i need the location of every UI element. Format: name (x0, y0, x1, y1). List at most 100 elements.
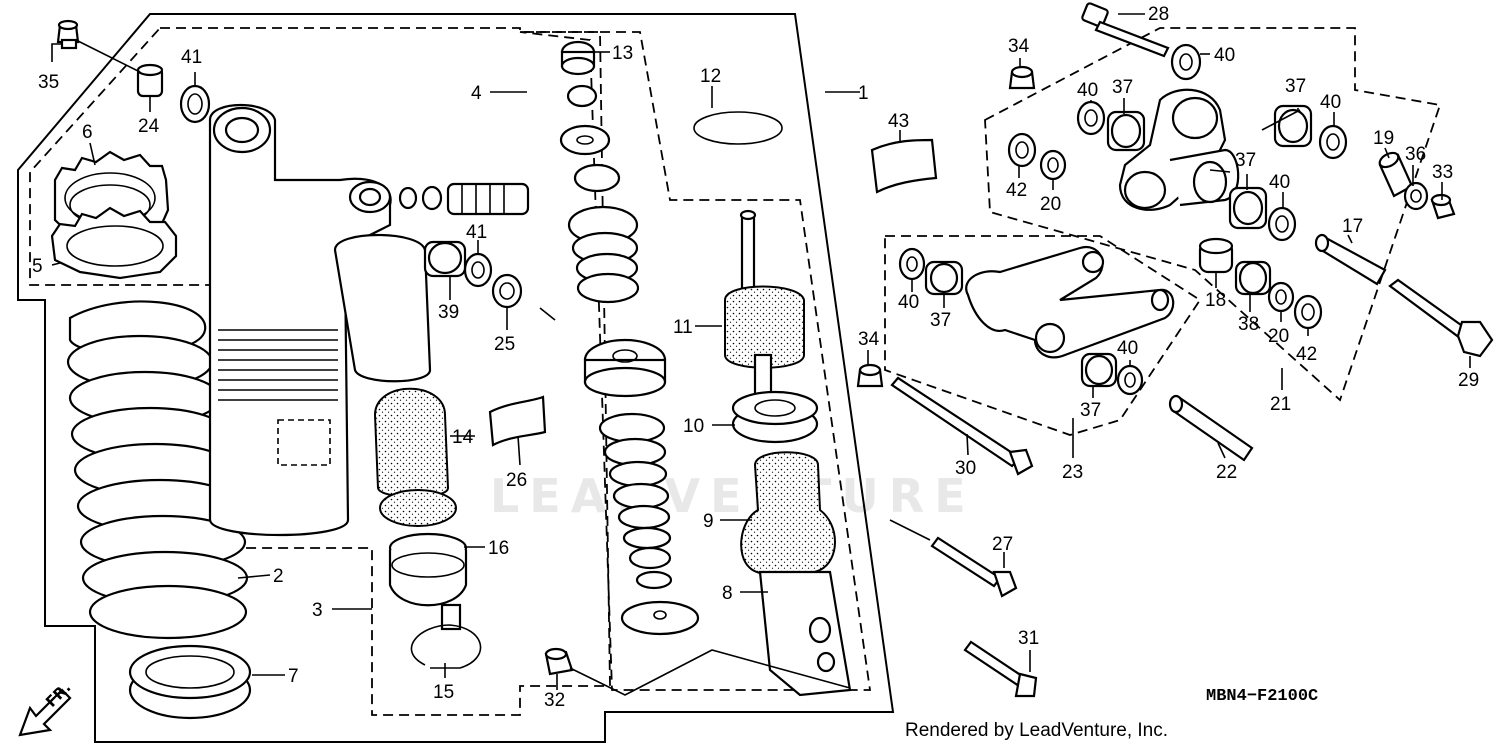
part-22-collar-pipe[interactable] (1168, 394, 1254, 462)
part-3-shock-body[interactable] (208, 104, 432, 537)
part-25-collar[interactable] (491, 273, 523, 309)
part-36-washer[interactable] (1403, 181, 1429, 211)
callout-21: 21 (1270, 394, 1291, 415)
part-27-bolt[interactable] (930, 536, 1018, 598)
part-37-bearing-c[interactable] (1228, 186, 1268, 230)
callout-40-a: 40 (1214, 45, 1235, 66)
callout-22: 22 (1216, 462, 1237, 483)
part-40-seal-f[interactable] (1116, 364, 1144, 396)
callout-3: 3 (312, 600, 323, 621)
part-shim-stack-lower[interactable] (598, 412, 700, 636)
callout-25: 25 (494, 334, 515, 355)
part-37-bearing-b[interactable] (1273, 104, 1313, 148)
callout-33: 33 (1432, 162, 1453, 183)
part-33-nut[interactable] (1430, 193, 1456, 220)
part-42-seal-lower[interactable] (1293, 294, 1323, 330)
callout-37-c: 37 (1235, 150, 1256, 171)
part-2-spring[interactable] (66, 300, 249, 640)
callout-4: 4 (471, 83, 482, 104)
callout-40-e: 40 (898, 292, 919, 313)
frame-shock-body (29, 27, 611, 716)
part-31-bolt[interactable] (963, 640, 1038, 698)
callout-38: 38 (1238, 314, 1259, 335)
callout-15: 15 (433, 682, 454, 703)
part-40-seal-d[interactable] (1267, 206, 1297, 242)
part-28-bolt[interactable] (1081, 2, 1170, 58)
callout-34-upper: 34 (1008, 36, 1030, 57)
part-12-snap-ring[interactable] (693, 111, 783, 145)
callout-19: 19 (1373, 128, 1394, 149)
part-41-dust-seal[interactable] (179, 84, 211, 124)
callout-34-lower: 34 (858, 329, 880, 350)
part-20-collar-lower[interactable] (1267, 281, 1295, 313)
part-23-cushion-arm[interactable] (965, 245, 1175, 359)
callout-40-b: 40 (1077, 80, 1098, 101)
part-piston[interactable] (583, 338, 667, 398)
part-43-label[interactable] (870, 138, 938, 194)
callout-10: 10 (683, 416, 704, 437)
part-16-reservoir-cap[interactable] (388, 532, 468, 631)
part-7-spring-seat[interactable] (128, 644, 252, 720)
part-40-seal-c[interactable] (1318, 124, 1348, 160)
part-26-label[interactable] (488, 395, 547, 447)
part-17-collar-pipe[interactable] (1314, 233, 1387, 286)
part-9-bump-rubber[interactable] (740, 451, 836, 577)
callout-18: 18 (1205, 290, 1226, 311)
callout-7: 7 (288, 666, 299, 687)
part-34-nut-upper[interactable] (1008, 65, 1036, 90)
callout-41-lower: 41 (466, 222, 487, 243)
diagram-code: MBN4−F2100C (1206, 687, 1318, 706)
part-8-clevis[interactable] (758, 570, 852, 697)
part-29-bolt[interactable] (1388, 278, 1494, 358)
callout-37-d: 37 (930, 310, 951, 331)
part-5-lock-nut[interactable] (50, 206, 178, 280)
callout-20-lower: 20 (1268, 326, 1289, 347)
part-32-nut[interactable] (544, 647, 574, 676)
callout-37-a: 37 (1112, 77, 1133, 98)
part-40-seal-b[interactable] (1076, 100, 1106, 136)
callout-42-upper: 42 (1006, 180, 1027, 201)
part-shim-stack-upper[interactable] (559, 84, 640, 304)
callout-8: 8 (722, 583, 733, 604)
part-15-circlip[interactable] (410, 624, 482, 669)
callout-41-upper: 41 (181, 47, 202, 68)
part-42-seal-upper[interactable] (1007, 132, 1037, 168)
part-37-bearing-e[interactable] (1080, 352, 1118, 388)
part-38-bearing[interactable] (1234, 260, 1272, 296)
leader-lines (51, 13, 1471, 696)
callout-16: 16 (488, 538, 509, 559)
callout-42-lower: 42 (1296, 344, 1317, 365)
callout-6: 6 (82, 122, 93, 143)
callout-1: 1 (858, 83, 869, 104)
callout-40-f: 40 (1117, 338, 1138, 359)
part-37-bearing-a[interactable] (1106, 110, 1146, 152)
part-20-collar-upper[interactable] (1039, 149, 1067, 181)
watermark: LEADVENTURE (490, 469, 976, 523)
part-37-bearing-d[interactable] (924, 260, 964, 296)
part-24-collar[interactable] (136, 63, 164, 98)
part-18-bearing[interactable] (1198, 237, 1234, 274)
callout-39: 39 (438, 302, 459, 323)
part-39-bearing[interactable] (423, 240, 467, 278)
front-direction-arrow: FR. (18, 678, 74, 737)
part-41-dust-seal-lower[interactable] (463, 252, 493, 288)
part-40-seal-e[interactable] (898, 247, 926, 281)
callout-32: 32 (544, 690, 565, 711)
callouts: 1 2 3 4 5 6 7 8 9 10 11 12 13 14 15 16 1… (32, 4, 1479, 711)
part-valve-parts[interactable] (398, 182, 530, 216)
callout-37-b: 37 (1285, 76, 1306, 97)
callout-9: 9 (703, 511, 714, 532)
callout-43: 43 (888, 111, 909, 132)
callout-37-e: 37 (1080, 400, 1101, 421)
part-13-nut[interactable] (560, 40, 596, 76)
part-14-bladder[interactable] (373, 387, 457, 527)
frame-arm-23 (884, 235, 1202, 436)
part-40-seal-a[interactable] (1170, 43, 1202, 81)
part-21-cushion-link[interactable] (1118, 88, 1240, 211)
part-19-collar[interactable] (1377, 150, 1414, 198)
callout-11: 11 (673, 317, 693, 338)
callout-5: 5 (32, 256, 43, 277)
part-34-nut-lower[interactable] (856, 363, 884, 388)
part-30-bolt[interactable] (890, 376, 1034, 476)
part-10-stopper[interactable] (731, 390, 819, 444)
